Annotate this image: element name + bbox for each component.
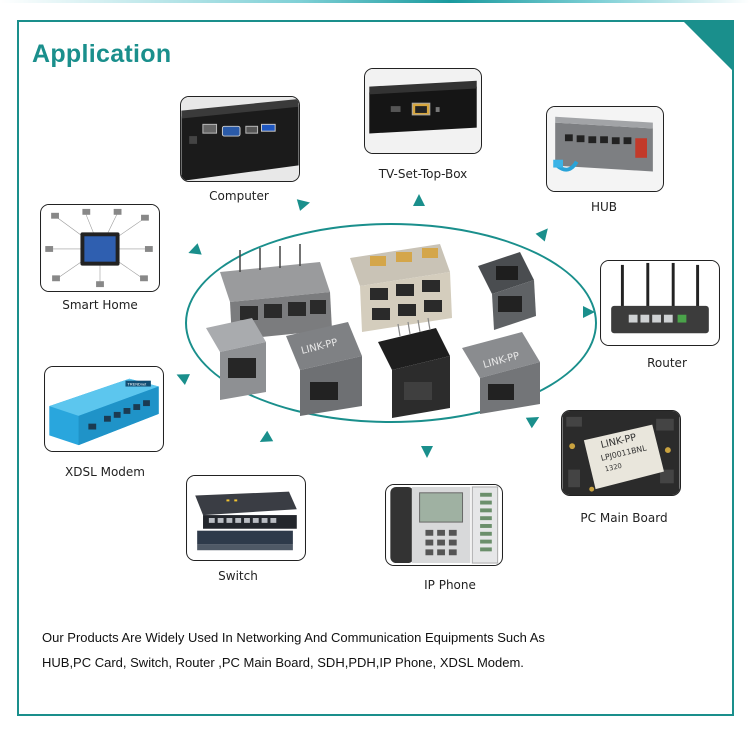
ip-phone-image bbox=[385, 484, 503, 566]
description-line-2: HUB,PC Card, Switch, Router ,PC Main Boa… bbox=[42, 655, 524, 670]
ip-phone-label: IP Phone bbox=[424, 578, 476, 592]
computer-label: Computer bbox=[209, 189, 269, 203]
shielded-jack-connector: LINK-PP bbox=[286, 322, 362, 416]
router-label: Router bbox=[647, 356, 687, 370]
pc-main-board-label: PC Main Board bbox=[580, 511, 668, 525]
xdsl-modem-label: XDSL Modem bbox=[65, 465, 145, 479]
black-jack-connector bbox=[378, 317, 450, 418]
pc-main-board-image: LINK-PP LPJ0011BNL 1320 bbox=[561, 410, 681, 496]
tv-set-top-box-label: TV-Set-Top-Box bbox=[378, 167, 468, 181]
xdsl-modem-image: TRENDnet bbox=[44, 366, 164, 452]
modem-brand-text: TRENDnet bbox=[127, 382, 147, 387]
vertical-jack-connector bbox=[478, 252, 536, 330]
smart-home-image bbox=[40, 204, 160, 292]
arrow-to-router bbox=[583, 306, 595, 318]
computer-image bbox=[180, 96, 300, 182]
top-accent-line bbox=[0, 0, 750, 3]
page-title: Application bbox=[32, 40, 172, 68]
description-line-1: Our Products Are Widely Used In Networki… bbox=[42, 630, 545, 645]
single-jack-connector bbox=[206, 318, 266, 400]
arrow-to-tv-box bbox=[413, 194, 425, 206]
stacked-jack-connector bbox=[350, 244, 452, 332]
connectors-image: LINK-PP LINK-PP bbox=[206, 244, 540, 418]
smart-home-label: Smart Home bbox=[62, 298, 138, 312]
chip-text-code: 1320 bbox=[604, 462, 623, 474]
hub-label: HUB bbox=[590, 200, 618, 214]
switch-label: Switch bbox=[218, 569, 258, 583]
corner-triangle bbox=[684, 22, 732, 70]
content-frame bbox=[17, 20, 734, 716]
switch-image bbox=[186, 475, 306, 561]
hub-image bbox=[546, 106, 664, 192]
magjack-connector: LINK-PP bbox=[462, 332, 540, 414]
arrow-to-ip-phone bbox=[421, 446, 433, 458]
router-image bbox=[600, 260, 720, 346]
tv-set-top-box-image bbox=[364, 68, 482, 154]
